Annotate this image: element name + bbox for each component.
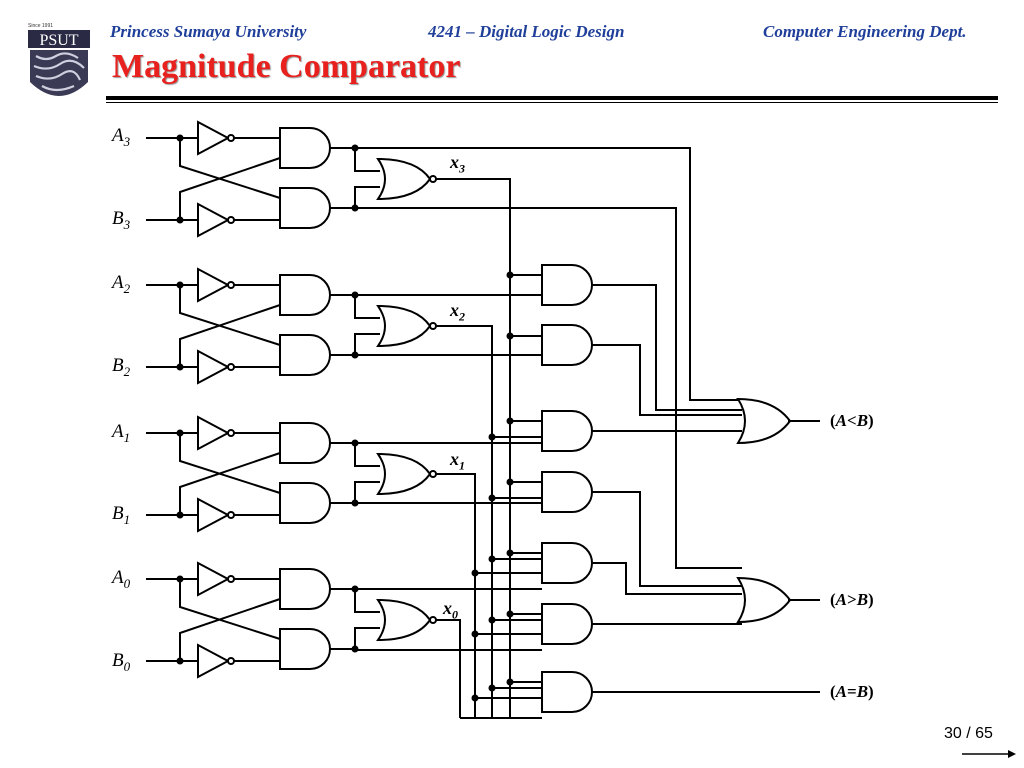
header-rule-thick [106, 96, 998, 100]
junction-dot [176, 363, 184, 371]
inverter-a1 [197, 416, 235, 450]
xnor-gate-1 [377, 453, 437, 495]
junction-dot [506, 271, 514, 279]
inverter-a3 [197, 121, 235, 155]
input-label-a2: A2 [112, 272, 131, 296]
junction-dot [176, 216, 184, 224]
header-department: Computer Engineering Dept. [763, 22, 967, 41]
junction-dot [506, 332, 514, 340]
x3-wire [436, 178, 511, 718]
junction-dot [351, 645, 359, 653]
input-label-b3: B3 [112, 208, 131, 232]
compare-and-gate-4 [541, 471, 593, 513]
xnor-gate-0 [377, 599, 437, 641]
or-gate-less-than [737, 398, 791, 444]
psut-logo: Since 1991 PSUT [28, 23, 90, 96]
x0-wire [436, 619, 461, 718]
and-gate-a2-bbar [279, 274, 331, 316]
input-label-b1: B1 [112, 503, 131, 527]
next-slide-arrow-icon[interactable] [962, 748, 1018, 760]
inverter-b3 [197, 203, 235, 237]
junction-dot [471, 569, 479, 577]
input-label-a1: A1 [112, 421, 131, 445]
xnor-label-x1: x1 [450, 449, 465, 473]
junction-dot [176, 511, 184, 519]
and-gate-abar-b1 [279, 482, 331, 524]
junction-dot [488, 433, 496, 441]
logo-since-text: Since 1991 [28, 23, 53, 29]
header-university: Princess Sumaya University [110, 22, 307, 41]
and-gate-a0-bbar [279, 568, 331, 610]
inverter-a0 [197, 562, 235, 596]
junction-dot [176, 429, 184, 437]
output-label-greater-than: (A>B) [830, 590, 874, 609]
xnor-label-x0: x0 [443, 598, 458, 622]
junction-dot [351, 291, 359, 299]
logo-abbr-text: PSUT [39, 32, 78, 49]
junction-dot [471, 694, 479, 702]
compare-and-gate-7 [541, 671, 593, 713]
inverter-a2 [197, 268, 235, 302]
junction-dot [351, 499, 359, 507]
and-gate-a3-bbar [279, 127, 331, 169]
junction-dot [506, 610, 514, 618]
junction-dot [176, 575, 184, 583]
junction-dot [176, 657, 184, 665]
inverter-b2 [197, 350, 235, 384]
compare-and-gate-3 [541, 410, 593, 452]
and-gate-a1-bbar [279, 422, 331, 464]
page-number: 30 / 65 [944, 725, 993, 742]
x1-wire [436, 473, 476, 718]
junction-dot [176, 134, 184, 142]
and-gate-abar-b0 [279, 628, 331, 670]
junction-dot [506, 417, 514, 425]
compare-and-gate-6 [541, 603, 593, 645]
xnor-label-x3: x3 [450, 152, 465, 176]
and-gate-abar-b2 [279, 334, 331, 376]
junction-dot [488, 684, 496, 692]
output-label-less-than: (A<B) [830, 411, 874, 430]
compare-and-gate-2 [541, 324, 593, 366]
inverter-b1 [197, 498, 235, 532]
input-label-b0: B0 [112, 650, 131, 674]
input-label-a3: A3 [112, 125, 131, 149]
slide-title: Magnitude Comparator [112, 48, 461, 85]
header-rule-thin [106, 102, 998, 103]
junction-dot [351, 585, 359, 593]
and-gate-abar-b3 [279, 187, 331, 229]
junction-dot [488, 555, 496, 563]
or-gate-greater-than [737, 577, 791, 623]
input-label-b2: B2 [112, 355, 131, 379]
xnor-gate-3 [377, 158, 437, 200]
x2-wire [436, 325, 493, 718]
xnor-gate-2 [377, 305, 437, 347]
junction-dot [506, 478, 514, 486]
junction-dot [351, 351, 359, 359]
header-course: 4241 – Digital Logic Design [428, 22, 625, 41]
inverter-b0 [197, 644, 235, 678]
junction-dot [176, 281, 184, 289]
compare-and-gate-5 [541, 542, 593, 584]
input-label-a0: A0 [112, 567, 131, 591]
junction-dot [506, 549, 514, 557]
junction-dot [488, 494, 496, 502]
xnor-label-x2: x2 [450, 300, 465, 324]
junction-dot [351, 439, 359, 447]
junction-dot [351, 204, 359, 212]
junction-dot [506, 678, 514, 686]
junction-dot [488, 616, 496, 624]
junction-dot [471, 630, 479, 638]
compare-and-gate-1 [541, 264, 593, 306]
junction-dot [351, 144, 359, 152]
output-label-equal: (A=B) [830, 682, 874, 701]
